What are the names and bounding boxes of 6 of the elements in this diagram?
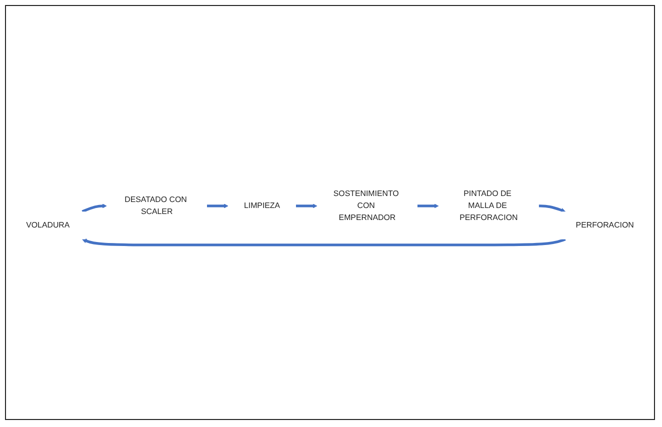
- arrow: [296, 204, 318, 208]
- arrow: [207, 204, 228, 208]
- arrow: [82, 238, 566, 246]
- arrow: [82, 204, 107, 213]
- arrow: [538, 204, 566, 212]
- arrow: [417, 204, 439, 208]
